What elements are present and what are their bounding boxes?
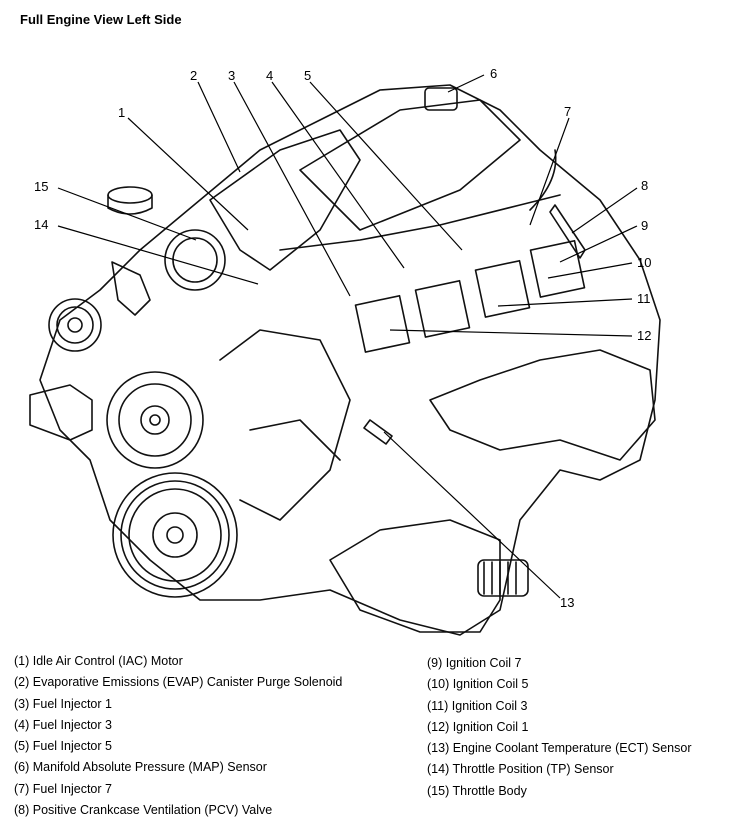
- leader-1: [127, 117, 249, 231]
- callout-14: 14: [34, 217, 48, 232]
- ignition-coils: [354, 239, 586, 353]
- legend-item: (3) Fuel Injector 1: [14, 696, 112, 711]
- legend-item: (6) Manifold Absolute Pressure (MAP) Sen…: [14, 760, 267, 775]
- legend-item: (5) Fuel Injector 5: [14, 739, 112, 754]
- water-pump-pulley: [106, 371, 204, 469]
- callout-5: 5: [304, 68, 311, 83]
- ect-sensor: [363, 419, 393, 445]
- legend-item: (15) Throttle Body: [427, 783, 527, 798]
- leader-8: [571, 187, 638, 234]
- callout-10: 10: [637, 255, 651, 270]
- engine-diagram: 1 2 3 4 5 6 7 8 9 10 11 12 13 14 15: [29, 66, 661, 636]
- callout-9: 9: [641, 218, 648, 233]
- crankshaft-pulley: [112, 472, 238, 598]
- legend-item: (1) Idle Air Control (IAC) Motor: [14, 654, 183, 668]
- leader-7: [529, 117, 570, 226]
- upper-hose: [111, 261, 151, 316]
- legend-left: (1) Idle Air Control (IAC) Motor (2) Eva…: [14, 651, 414, 821]
- leader-9: [559, 225, 638, 263]
- diagram-title: Full Engine View Left Side: [20, 12, 182, 27]
- leader-10: [547, 262, 633, 279]
- legend-item: (10) Ignition Coil 5: [427, 677, 529, 692]
- legend-item: (12) Ignition Coil 1: [427, 719, 529, 734]
- callout-1: 1: [118, 105, 125, 120]
- intake-manifold: [209, 129, 361, 271]
- reservoir-cap: [107, 186, 153, 215]
- legend-item: (13) Engine Coolant Temperature (ECT) Se…: [427, 741, 692, 756]
- leader-14: [57, 225, 259, 285]
- block-detail-2: [249, 419, 341, 461]
- legend-item: (14) Throttle Position (TP) Sensor: [427, 762, 614, 777]
- callout-7: 7: [564, 104, 571, 119]
- callout-13: 13: [560, 595, 574, 610]
- exhaust-manifold: [429, 349, 656, 461]
- legend-item: (7) Fuel Injector 7: [14, 781, 112, 796]
- engine-outline: [39, 84, 661, 636]
- callout-2: 2: [190, 68, 197, 83]
- leader-12: [389, 329, 633, 337]
- legend-right: (9) Ignition Coil 7 (10) Ignition Coil 5…: [427, 653, 727, 802]
- legend-item: (9) Ignition Coil 7: [427, 656, 522, 670]
- legend-item: (11) Ignition Coil 3: [427, 698, 528, 713]
- leader-6: [447, 74, 485, 93]
- legend-item: (8) Positive Crankcase Ventilation (PCV)…: [14, 803, 273, 818]
- valve-cover: [299, 99, 521, 231]
- pcv-valve: [549, 204, 586, 259]
- legend-item: (4) Fuel Injector 3: [14, 717, 112, 732]
- callout-8: 8: [641, 178, 648, 193]
- legend-item: (2) Evaporative Emissions (EVAP) Caniste…: [14, 675, 343, 690]
- leader-4: [271, 81, 405, 269]
- callout-11: 11: [637, 291, 651, 306]
- coolant-outlet: [29, 384, 93, 441]
- leader-2: [197, 81, 241, 173]
- idler-pulley: [48, 298, 102, 352]
- leader-11: [497, 298, 633, 307]
- callout-4: 4: [266, 68, 273, 83]
- throttle-body: [164, 229, 226, 291]
- oil-filter: [477, 559, 529, 597]
- callout-15: 15: [34, 179, 48, 194]
- leader-15: [57, 187, 197, 241]
- oil-pan: [329, 519, 501, 633]
- leader-13: [383, 431, 561, 599]
- leader-3: [233, 81, 351, 297]
- callout-12: 12: [637, 328, 651, 343]
- map-sensor: [424, 87, 458, 111]
- callout-3: 3: [228, 68, 235, 83]
- callout-6: 6: [490, 66, 497, 81]
- leader-5: [309, 81, 463, 251]
- block-detail: [219, 329, 351, 521]
